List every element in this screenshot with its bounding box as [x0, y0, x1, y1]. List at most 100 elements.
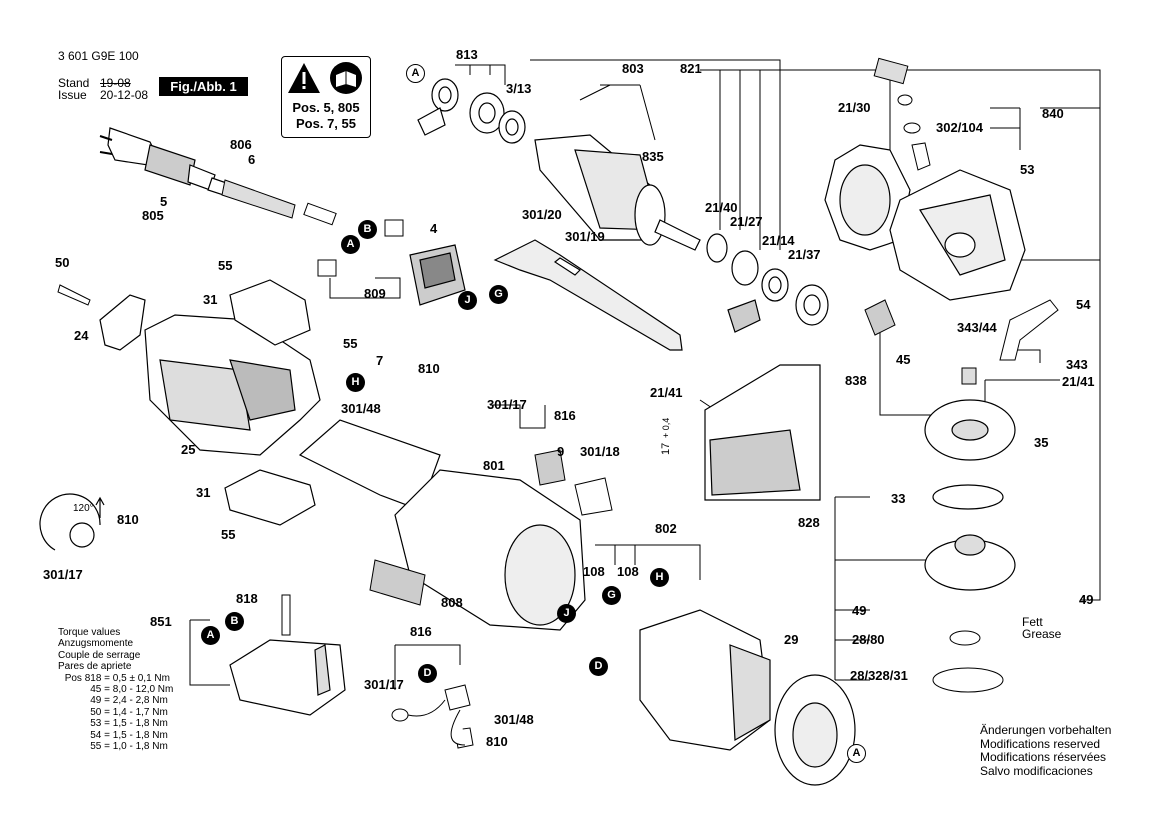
label-3-13: 3/13: [506, 81, 532, 96]
label-805: 805: [142, 208, 164, 223]
label-301-19: 301/19: [565, 229, 605, 244]
callout-g-coil: G: [602, 586, 621, 605]
label-809: 809: [364, 286, 386, 301]
label-801: 801: [483, 458, 505, 473]
label-28-80: 28/80: [852, 632, 885, 647]
leader-828: [834, 496, 935, 681]
label-302-104: 302/104: [936, 120, 983, 135]
ring-28-328: [932, 667, 1004, 693]
label-816-a: 816: [554, 408, 576, 423]
callout-b-top: B: [358, 220, 377, 239]
mods-line-de: Änderungen vorbehalten: [980, 723, 1112, 737]
label-851: 851: [150, 614, 172, 629]
label-21-27: 21/27: [730, 214, 763, 229]
leader-816b: [394, 644, 461, 690]
spring-810: [39, 493, 105, 551]
torque-value: 1,5 - 1,8 Nm: [112, 718, 168, 730]
label-55-b: 55: [343, 336, 358, 351]
torque-pos: 49 =: [90, 695, 110, 707]
label-tolerance: + 0,4: [661, 417, 671, 438]
label-21-40: 21/40: [705, 200, 738, 215]
callout-d-coil: D: [589, 657, 608, 676]
lock-button: [873, 57, 931, 171]
flange-828: [924, 534, 1016, 591]
knob-24: [99, 294, 146, 351]
stator-housing-801: [394, 469, 586, 631]
leader-840-49: [1000, 69, 1101, 601]
torque-row: 45 = 8,0 - 12,0 Nm: [58, 684, 173, 695]
label-6: 6: [248, 152, 256, 167]
label-818: 818: [236, 591, 258, 606]
screw-50: [57, 284, 91, 306]
figure-label: Fig./Abb. 1: [159, 77, 248, 96]
label-28-328-31: 28/328/31: [850, 668, 908, 683]
label-301-20: 301/20: [522, 207, 562, 222]
mods-line-fr: Modifications réservées: [980, 750, 1107, 764]
brush-holder-4: [409, 244, 466, 306]
label-fett: Fett: [1022, 615, 1043, 629]
label-53: 53: [1020, 162, 1035, 177]
label-7: 7: [376, 353, 384, 368]
torque-value: 8,0 - 12,0 Nm: [112, 684, 174, 696]
modifications-note: Änderungen vorbehalten Modifications res…: [980, 723, 1112, 778]
label-55-c: 55: [221, 527, 236, 542]
brush-small: [317, 219, 404, 277]
guard-21-30: [824, 144, 911, 251]
plate-808: [369, 559, 426, 606]
label-813: 813: [456, 47, 478, 62]
label-806: 806: [230, 137, 252, 152]
leader-343: [985, 349, 1060, 381]
callout-a-flange: A: [847, 744, 866, 763]
label-21-41-b: 21/41: [650, 385, 683, 400]
gear-housing: [889, 169, 1026, 301]
label-49-a: 49: [852, 603, 867, 618]
label-108-b: 108: [617, 564, 639, 579]
label-802: 802: [655, 521, 677, 536]
callout-b-switch: B: [225, 612, 244, 631]
label-828: 828: [798, 515, 820, 530]
torque-value: 2,4 - 2,8 Nm: [112, 695, 168, 707]
label-31-a: 31: [203, 292, 218, 307]
label-31-b: 31: [196, 485, 211, 500]
warning-line-2: Pos. 7, 55: [296, 116, 356, 131]
read-manual-icon: [330, 62, 362, 94]
callout-h-mid: H: [346, 373, 365, 392]
label-803: 803: [622, 61, 644, 76]
label-301-17-c: 301/17: [364, 677, 404, 692]
torque-row: Pos 818 = 0,5 ± 0,1 Nm: [58, 673, 173, 684]
torque-value: 1,4 - 1,7 Nm: [112, 706, 168, 718]
label-108-a: 108: [583, 564, 605, 579]
screw-818: [281, 594, 291, 636]
issue-value: 20-12-08: [100, 88, 149, 102]
torque-pos: 54 =: [90, 729, 110, 741]
torque-values-table: Torque values Anzugsmomente Couple de se…: [58, 627, 173, 752]
callout-a-top: A: [406, 64, 425, 83]
torque-pos: 45 =: [90, 684, 110, 696]
bearing-21-41: [961, 367, 977, 385]
label-21-41-a: 21/41: [1062, 374, 1095, 389]
pinion-838: [864, 299, 896, 336]
callout-d-wire: D: [418, 664, 437, 683]
torque-value: 0,5 ± 0,1 Nm: [112, 672, 170, 684]
torque-title-4: Pares de apriete: [58, 661, 132, 673]
leader-809: [329, 277, 401, 299]
label-821: 821: [680, 61, 702, 76]
torque-value: 1,0 - 1,8 Nm: [112, 741, 168, 753]
wiring-816b: [391, 684, 474, 749]
torque-row: 54 = 1,5 - 1,8 Nm: [58, 730, 173, 741]
label-49-b: 49: [1079, 592, 1094, 607]
warning-box: Pos. 5, 805 Pos. 7, 55: [281, 56, 371, 138]
label-9: 9: [557, 444, 565, 459]
label-grease: Grease: [1022, 627, 1062, 641]
torque-title-3: Couple de serrage: [58, 649, 141, 661]
section-view: [704, 364, 821, 501]
cable-end: [303, 202, 337, 226]
label-835: 835: [642, 149, 664, 164]
label-301-48-b: 301/48: [494, 712, 534, 727]
torque-value: 1,5 - 1,8 Nm: [112, 729, 168, 741]
label-21-30: 21/30: [838, 100, 871, 115]
label-810-c: 810: [486, 734, 508, 749]
bearings-813: [417, 78, 526, 144]
cable-sleeve-806: [221, 179, 296, 219]
label-810-b: 810: [117, 512, 139, 527]
